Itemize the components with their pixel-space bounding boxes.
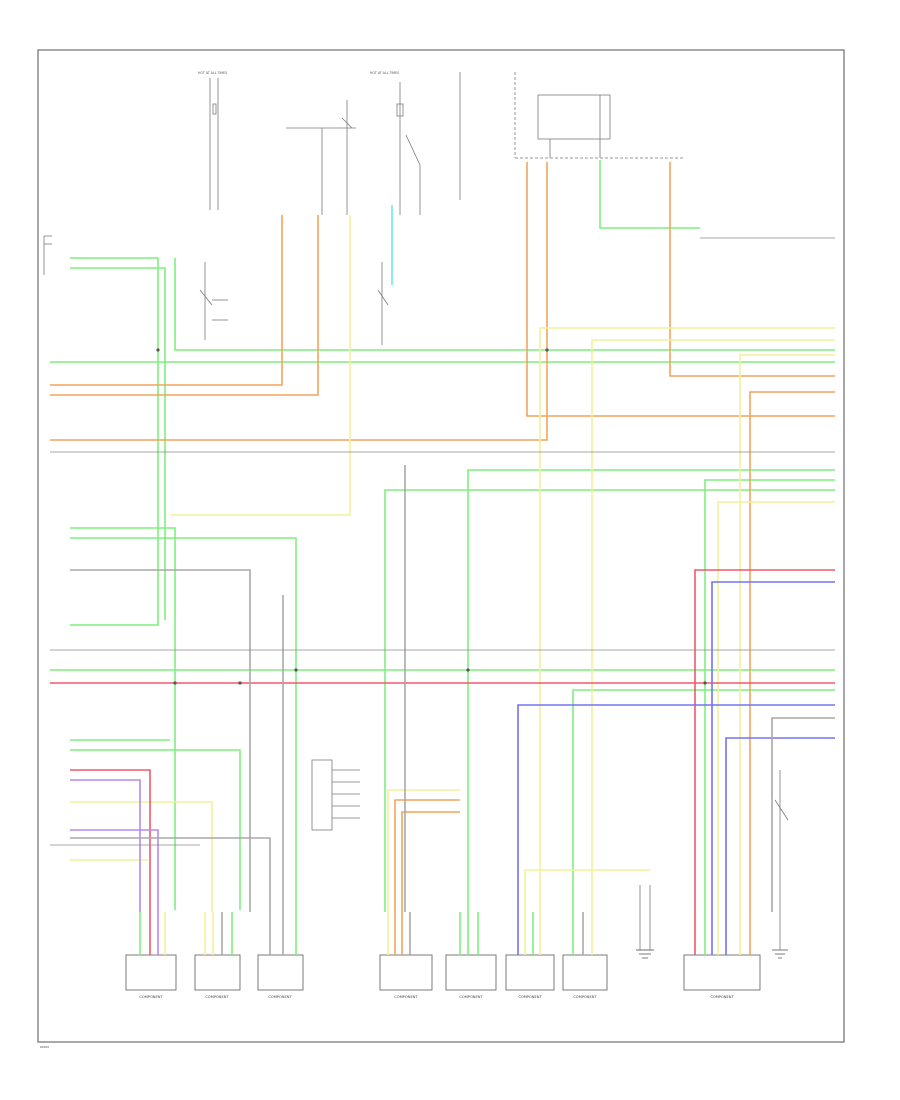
component-box: COMPONENT [194,912,241,999]
component-label: COMPONENT [518,995,542,999]
inline-connector [311,759,360,831]
fuse-label-right: HOT AT ALL TIMES [370,71,399,75]
annotation-labels: HOT AT ALL TIMES HOT AT ALL TIMES W0000 [40,71,399,1049]
right-switch [639,770,789,950]
component-label: COMPONENT [268,995,292,999]
blue-wires [517,581,835,912]
component-box: COMPONENT [683,912,761,999]
yellow-wires [70,215,835,912]
component-box: COMPONENT [257,912,304,999]
component-label: COMPONENT [139,995,163,999]
thin-signal-lines [50,237,835,846]
component-box: COMPONENT [505,912,555,999]
component-box: COMPONENT [445,912,497,999]
wire-harness [50,160,835,912]
component-label: COMPONENT [573,995,597,999]
figure-id: W0000 [40,1045,49,1049]
component-label: COMPONENT [710,995,734,999]
component-label: COMPONENT [394,995,418,999]
ground-icon [636,949,788,959]
gray-wires [70,465,835,912]
fuse-label-left: HOT AT ALL TIMES [198,71,227,75]
orange-wires [50,162,835,912]
component-label: COMPONENT [205,995,229,999]
splice-points [156,348,707,685]
component-box: COMPONENT [125,912,177,999]
top-power-section [43,72,685,345]
violet-wires [70,779,159,912]
component-box: COMPONENT [562,912,608,999]
diagram-frame [37,49,845,1043]
green-wires [50,160,835,912]
component-box: COMPONENT [379,912,433,999]
component-label: COMPONENT [459,995,483,999]
bottom-components: COMPONENT COMPONENT COMPONENT COMPONENT [125,912,761,999]
